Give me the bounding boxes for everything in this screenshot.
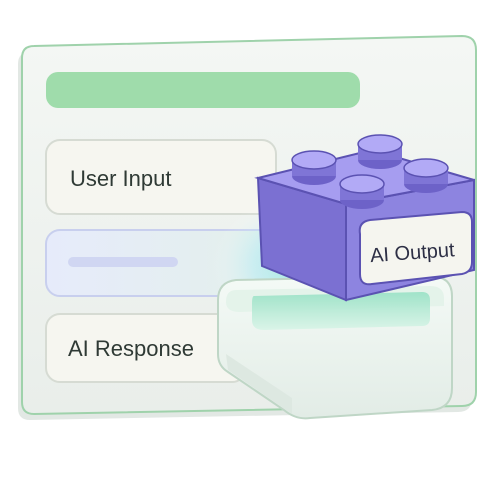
stud bbox=[291, 150, 337, 185]
ai-output-block[interactable]: AI Output bbox=[254, 134, 475, 302]
ai-output-label-plate bbox=[358, 210, 473, 286]
ai-response-row[interactable]: AI Response bbox=[45, 313, 247, 383]
user-input-row[interactable]: User Input bbox=[45, 139, 277, 215]
stud bbox=[403, 158, 449, 193]
socket-block bbox=[217, 274, 453, 420]
stud bbox=[339, 174, 385, 209]
placeholder-bar bbox=[68, 257, 178, 267]
ai-response-label: AI Response bbox=[68, 336, 194, 361]
stud bbox=[357, 134, 403, 169]
title-bar bbox=[46, 72, 360, 108]
user-input-label: User Input bbox=[70, 166, 172, 191]
